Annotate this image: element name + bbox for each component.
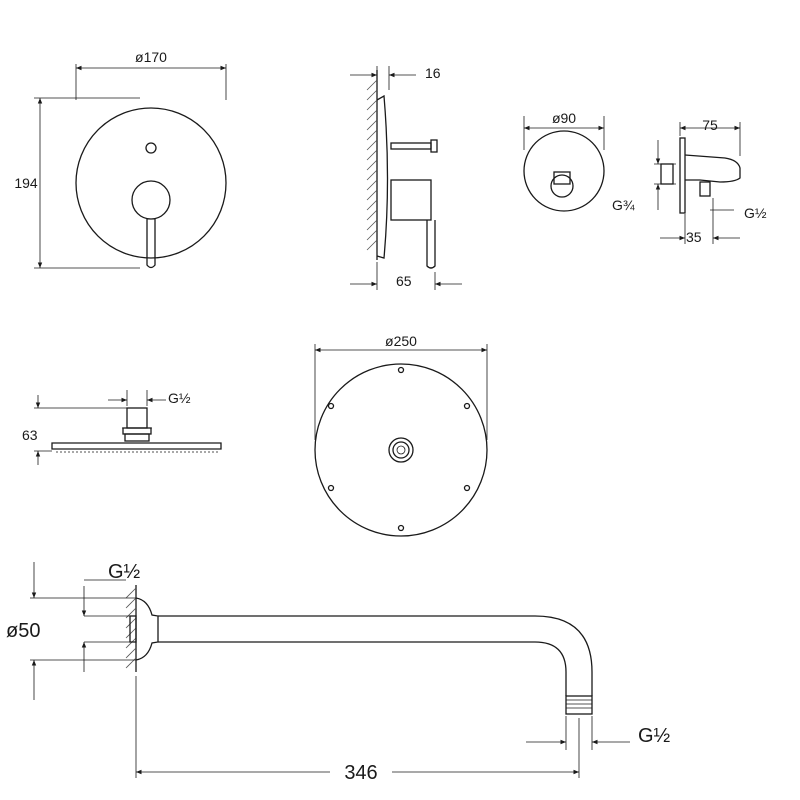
shower-head-side-view: [34, 390, 222, 465]
dim-head-thread: G½: [168, 390, 191, 406]
dim-mixer-height: 194: [14, 175, 38, 191]
outlet-side-view: [654, 122, 741, 244]
dim-outlet-diameter: ø90: [552, 110, 576, 126]
dim-mixer-depth-top: 16: [425, 65, 441, 81]
mixer-front-view: [34, 64, 227, 269]
dim-arm-thread-end: G½: [638, 725, 671, 747]
dim-outlet-offset: 35: [686, 229, 702, 245]
outlet-front-view: [523, 116, 605, 212]
dim-outlet-depth: 75: [702, 117, 718, 133]
dim-outlet-thread-in: G¾: [612, 197, 635, 213]
shower-arm-view: [30, 562, 630, 778]
dim-outlet-thread-out: G½: [744, 205, 767, 221]
shower-head-top-view: [314, 344, 488, 537]
dim-arm-thread-wall: G½: [108, 561, 141, 583]
dim-head-diameter: ø250: [385, 333, 417, 349]
dim-arm-flange-diameter: ø50: [6, 620, 40, 642]
dim-mixer-diameter: ø170: [135, 49, 167, 65]
mixer-side-view: [350, 66, 462, 290]
dim-mixer-depth-bottom: 65: [396, 273, 412, 289]
dim-arm-length: 346: [344, 762, 377, 784]
dim-head-height: 63: [22, 427, 38, 443]
